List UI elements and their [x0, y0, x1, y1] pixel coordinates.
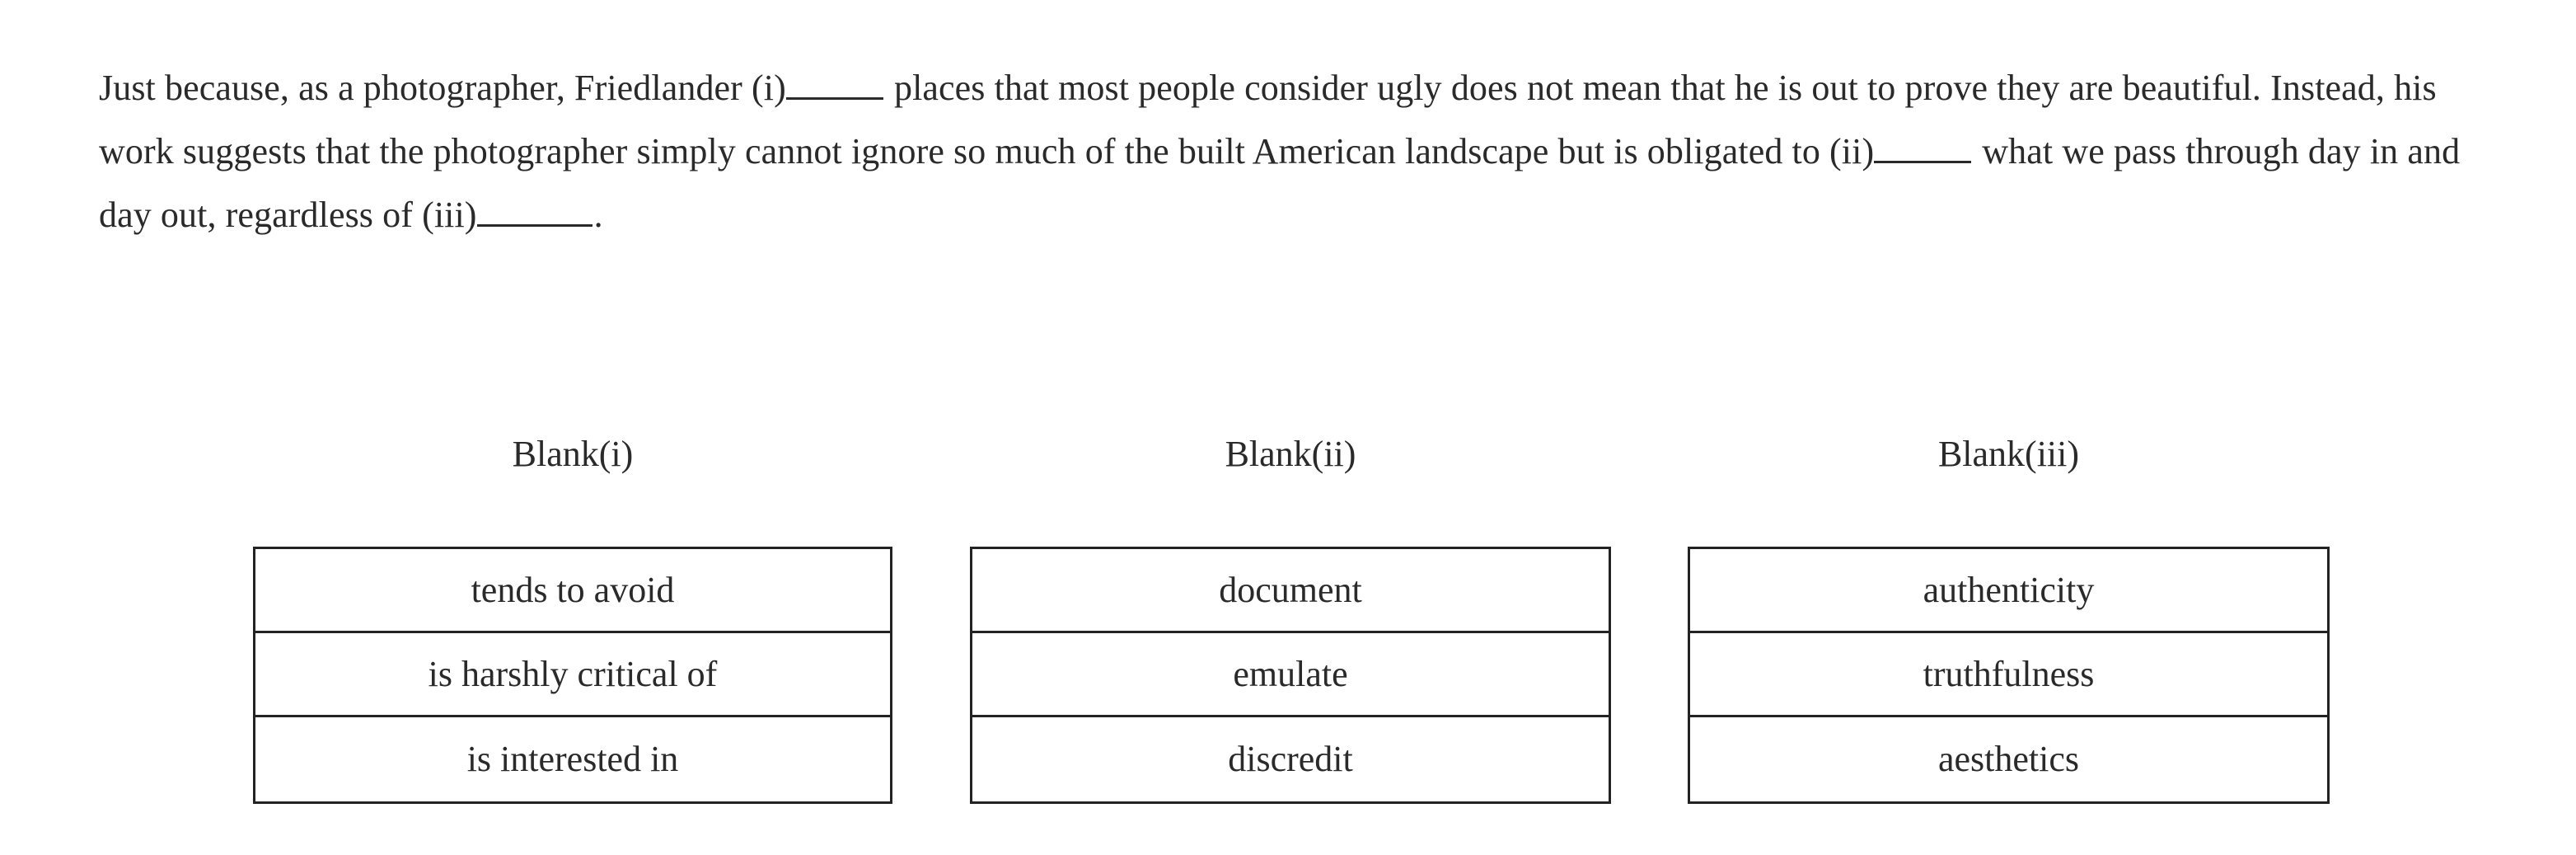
blank-ii-underline [1874, 126, 1972, 163]
choice-option-i-2[interactable]: is harshly critical of [255, 633, 890, 717]
blank-i-underline [785, 63, 883, 100]
choice-table-blank-ii: document emulate discredit [970, 547, 1611, 804]
choice-option-iii-3[interactable]: aesthetics [1690, 717, 2327, 801]
blank-iii-underline [476, 190, 592, 227]
choice-table-blank-iii: authenticity truthfulness aesthetics [1688, 547, 2330, 804]
choice-option-ii-2[interactable]: emulate [972, 633, 1609, 717]
choice-label: discredit [1228, 739, 1353, 779]
choice-label: tends to avoid [471, 569, 675, 610]
passage-text: Just because, as a photographer, Friedla… [99, 56, 2480, 247]
choice-label: authenticity [1923, 569, 2095, 610]
passage-segment-2: places that most people consider ugly do… [99, 68, 2437, 171]
choice-option-i-3[interactable]: is interested in [255, 717, 890, 801]
choice-option-iii-1[interactable]: authenticity [1690, 549, 2327, 633]
choice-option-ii-3[interactable]: discredit [972, 717, 1609, 801]
choice-label: truthfulness [1923, 653, 2095, 694]
choice-label: is interested in [466, 739, 679, 779]
choice-option-iii-2[interactable]: truthfulness [1690, 633, 2327, 717]
choice-label: document [1219, 569, 1362, 610]
choice-option-ii-1[interactable]: document [972, 549, 1609, 633]
column-headers: Blank(i) Blank(ii) Blank(iii) [0, 429, 2576, 495]
choice-label: emulate [1233, 653, 1348, 694]
column-header-blank-ii: Blank(ii) [1225, 434, 1356, 474]
passage-segment-1: Just because, as a photographer, Friedla… [99, 68, 786, 108]
choice-table-blank-i: tends to avoid is harshly critical of is… [253, 547, 892, 804]
choice-option-i-1[interactable]: tends to avoid [255, 549, 890, 633]
choice-label: is harshly critical of [428, 653, 718, 694]
passage-segment-4: . [593, 195, 603, 235]
passage-segment-3: what we pass through day in and day out,… [99, 131, 2461, 235]
column-header-blank-iii: Blank(iii) [1937, 434, 2080, 474]
column-header-blank-i: Blank(i) [512, 434, 634, 474]
choice-label: aesthetics [1937, 739, 2080, 779]
